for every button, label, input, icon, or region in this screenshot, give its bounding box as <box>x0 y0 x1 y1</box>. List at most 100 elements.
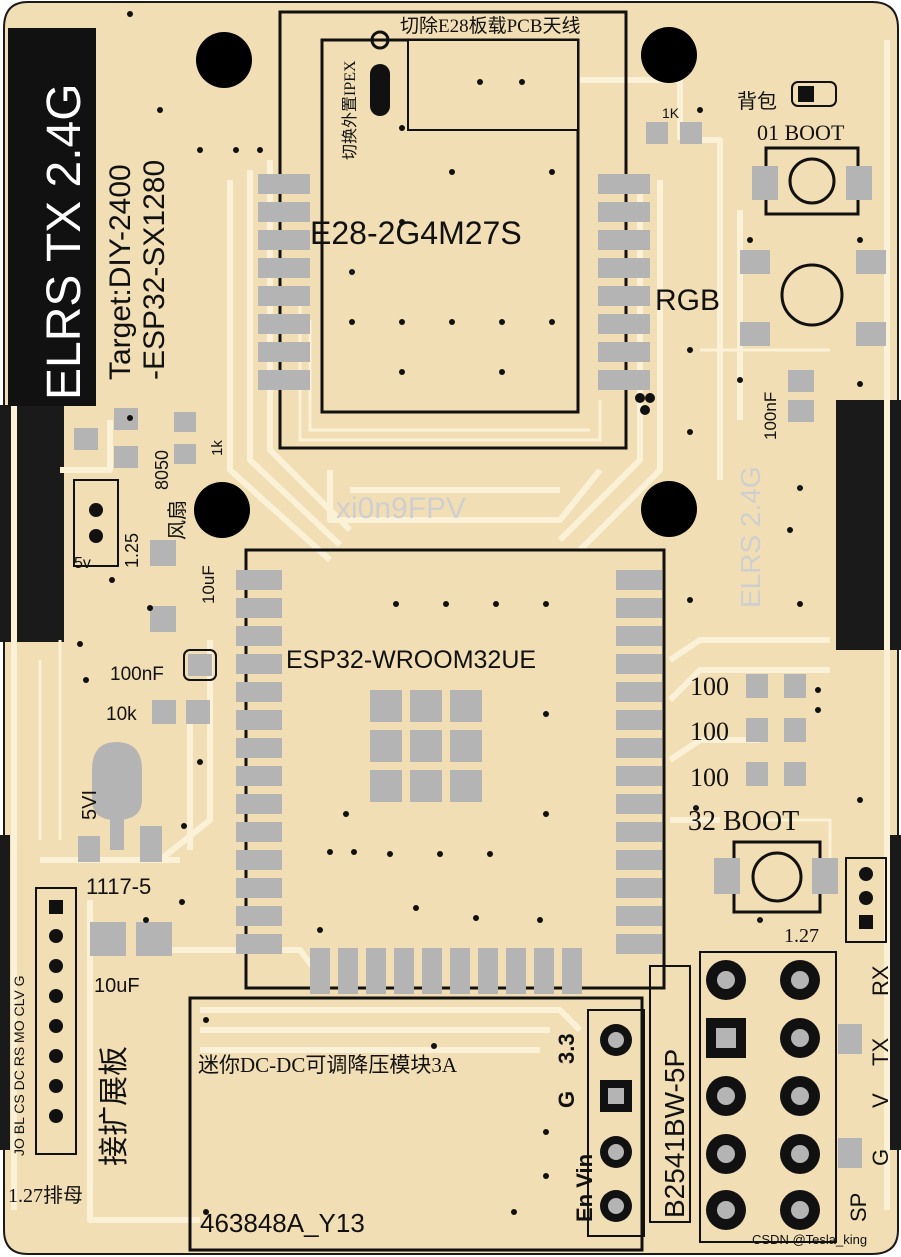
backpack-jumper <box>791 81 837 107</box>
connector-outline <box>649 965 691 1223</box>
tx-pad <box>838 1024 862 1054</box>
e28-pads-left <box>258 174 310 390</box>
mounting-hole-ml <box>194 482 250 538</box>
esp32-pads-bottom <box>310 948 582 994</box>
fan-connector <box>73 479 119 567</box>
title-main: ELRS TX 2.4G <box>38 83 91 400</box>
sig-v-label: V <box>868 1093 893 1108</box>
ldo-pad1 <box>78 836 100 862</box>
vias <box>77 11 863 1215</box>
e28-cut-label: 切除E28板载PCB天线 <box>400 15 581 37</box>
esp32-pads-right <box>616 570 662 954</box>
esp32-thermal-pads <box>370 690 482 802</box>
res-1k-left-pad2 <box>174 444 196 464</box>
boot32-button[interactable] <box>714 840 838 914</box>
res-100-a-pad1 <box>746 674 768 698</box>
fan-5v-label: 5v <box>74 555 91 572</box>
res-1k-left-pad1 <box>174 412 196 432</box>
title-chip: -ESP32-SX1280 <box>138 160 171 380</box>
vin-5v-label: 5VI <box>79 790 101 820</box>
part-code-label: 463848A_Y13 <box>200 1208 365 1238</box>
ipex-jumper <box>370 64 390 116</box>
sig-sp-label: SP <box>846 1193 871 1222</box>
res-1k-left-label: 1k <box>209 440 226 456</box>
title-target: Target:DIY-2400 <box>104 164 137 380</box>
mounting-hole-mr <box>641 481 697 537</box>
cap-10uf-top-label: 10uF <box>199 565 218 604</box>
cap-100nf-left-body <box>183 649 217 681</box>
mounting-hole-tl <box>196 32 252 88</box>
res-100-b-label: 100 <box>690 717 729 746</box>
rgb-led <box>740 250 886 346</box>
boot01-button[interactable] <box>752 146 872 216</box>
fan-label: 风扇 <box>166 500 189 540</box>
dcdc-label: 迷你DC-DC可调降压模块3A <box>198 1053 458 1077</box>
fan-pkg-label: 8050 <box>152 450 172 490</box>
e28-cut-zone <box>407 39 579 131</box>
board-cutout-right <box>836 400 901 650</box>
header-pins-label: JO BL CS DC RS MO CLV G <box>11 976 27 1156</box>
watermark-label: xi0n9FPV <box>336 492 466 525</box>
ipex-label: 切换外置IPEX <box>341 60 359 160</box>
cap-100nf-right-pad1 <box>788 370 814 392</box>
cap-100nf-left-pad <box>188 654 212 676</box>
mounting-holes <box>194 27 697 538</box>
dcdc-pin-33-label: 3.3 <box>554 1033 579 1064</box>
sig-rx-label: RX <box>868 965 893 996</box>
esp32-pads-left <box>236 570 282 954</box>
cap-10uf-bottom-pad2 <box>136 922 172 956</box>
dcdc-pin-g-label: G <box>554 1091 579 1108</box>
ipex-via <box>370 30 390 50</box>
uart-header <box>845 857 887 943</box>
cap-10uf-bottom-label: 10uF <box>94 975 140 997</box>
sig-tx-label: TX <box>868 1038 893 1066</box>
mounting-hole-tr <box>641 27 697 83</box>
backpack-label: 背包 <box>737 90 777 113</box>
header-127-label: 1.27排母 <box>8 1184 83 1207</box>
res-100-c-pad2 <box>784 762 806 786</box>
cap-10uf-bottom-pad1 <box>90 922 126 956</box>
cap-100nf-right-pad2 <box>788 400 814 422</box>
dcdc-outline <box>188 996 644 1252</box>
crystal-oscillator <box>92 742 142 850</box>
board-cutout-right-low <box>890 835 901 1150</box>
dcdc-pin-vin-label: En Vin <box>572 1154 597 1222</box>
boot32-label: 32 BOOT <box>688 806 799 837</box>
boot01-label: 01 BOOT <box>757 120 845 145</box>
elrs-vertical-label: ELRS 2.4G <box>735 466 766 608</box>
board-cutout-left-low <box>0 835 10 1150</box>
connector-label: B2541BW-5P <box>659 1049 690 1218</box>
uart-pitch-label: 1.27 <box>784 925 819 947</box>
res-10k-pad2 <box>186 700 210 724</box>
g-pad <box>838 1138 862 1168</box>
sig-g-label: G <box>868 1149 893 1166</box>
res-100-b-pad2 <box>784 718 806 742</box>
ldo-pad2 <box>140 826 162 862</box>
res-10k-label: 10k <box>106 704 137 725</box>
res-100-a-pad2 <box>784 674 806 698</box>
dcdc-pins <box>587 1009 645 1237</box>
cap-10uf-top-pad2 <box>150 606 176 632</box>
connector-pins <box>706 960 820 1230</box>
expansion-header-pins <box>49 900 63 1123</box>
res-1k-top-pad2 <box>680 122 702 144</box>
expansion-label: 接扩展板 <box>98 1046 131 1166</box>
res-1k-top-label: 1K <box>662 105 680 121</box>
e28-pads-right <box>598 174 650 390</box>
credit-label: CSDN @Tesla_king <box>752 1232 867 1247</box>
res-10k-pad1 <box>152 700 176 724</box>
res-100-b-pad1 <box>746 718 768 742</box>
cap-100nf-left-label: 100nF <box>110 664 164 685</box>
e28-module-label: E28-2G4M27S <box>310 215 522 251</box>
ldo-label: 1117-5 <box>86 874 151 899</box>
fan-pitch-label: 1.25 <box>122 533 142 568</box>
connector-frame <box>699 951 837 1243</box>
res-1k-top-pad1 <box>646 122 668 144</box>
transistor-8050 <box>74 408 138 468</box>
res-100-c-pad1 <box>746 762 768 786</box>
cap-10uf-top-pad1 <box>150 540 176 566</box>
res-100-a-label: 100 <box>690 672 729 701</box>
board-cutout-left <box>0 405 64 642</box>
